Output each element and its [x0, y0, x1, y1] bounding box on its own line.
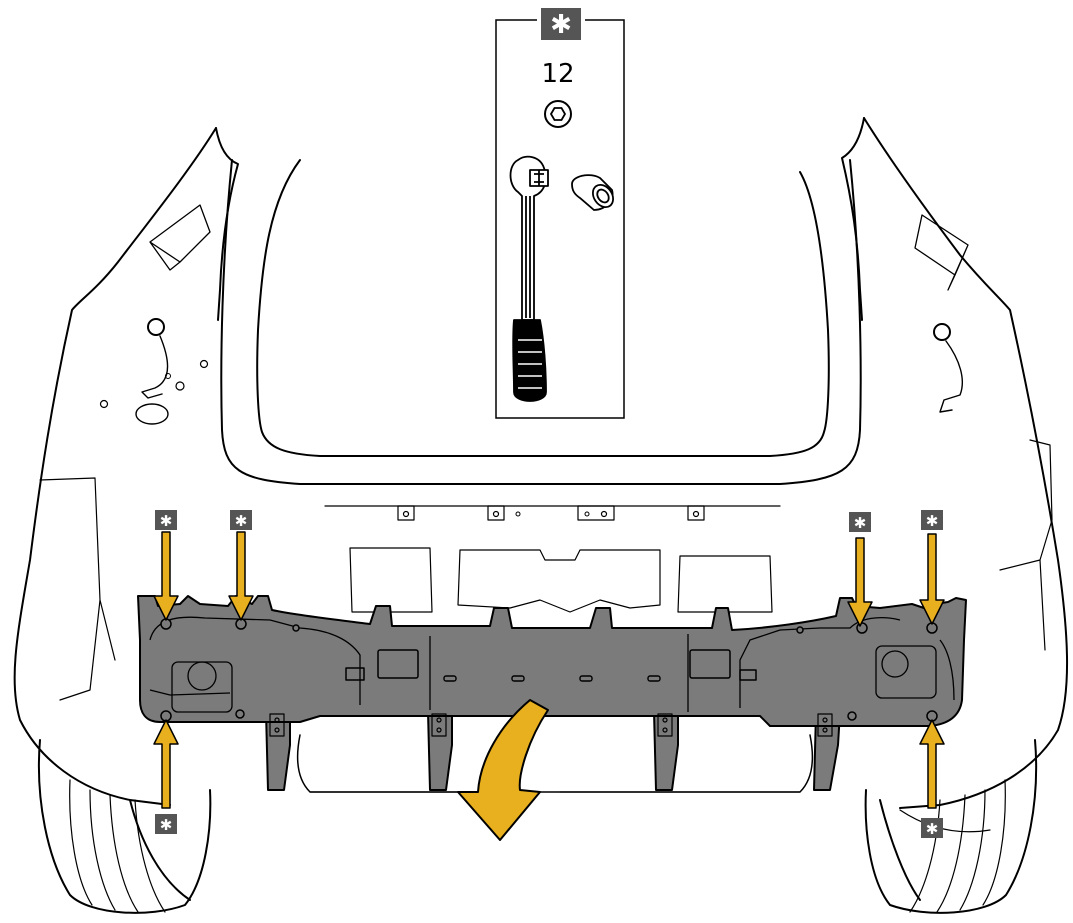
latch-tab-2 — [487, 505, 505, 521]
tool-callout: ✱ 12 — [495, 8, 625, 419]
left-shoulder — [215, 127, 239, 321]
svg-text:✱: ✱ — [854, 514, 867, 532]
hex-nut-icon — [544, 100, 572, 128]
arrow-top-left-1 — [153, 531, 179, 621]
bumper-crossmember — [137, 595, 967, 791]
left-wheel — [37, 739, 212, 914]
right-body-outline — [863, 117, 1069, 809]
left-body-outline — [13, 127, 217, 806]
crossmember-beam — [137, 595, 967, 727]
right-shoulder — [841, 117, 865, 321]
ratchet-wrench-icon — [509, 155, 549, 402]
socket-icon — [571, 174, 614, 211]
svg-text:✱: ✱ — [160, 512, 173, 530]
left-side-trim — [39, 477, 116, 701]
svg-text:✱: ✱ — [160, 816, 173, 834]
right-tow-eye — [933, 323, 951, 341]
marker-top-left-2: ✱ — [230, 510, 252, 530]
socket-size-label: 12 — [541, 59, 574, 89]
crossmember-brackets — [265, 711, 841, 791]
marker-top-right-1: ✱ — [849, 512, 871, 532]
arrow-top-right-1 — [847, 537, 873, 627]
right-tail-lamp — [914, 214, 969, 291]
latch-tab-1 — [397, 505, 415, 521]
marker-top-left-1: ✱ — [155, 510, 177, 530]
arrow-bottom-left — [153, 719, 179, 809]
left-tail-lamp — [149, 204, 211, 271]
marker-top-right-2: ✱ — [921, 510, 943, 530]
left-tow-eye — [147, 318, 165, 336]
asterisk-markers: ✱ ✱ ✱ ✱ ✱ ✱ — [155, 510, 943, 838]
svg-text:✱: ✱ — [235, 512, 248, 530]
arrow-top-right-2 — [919, 533, 945, 625]
latch-tab-3 — [577, 505, 615, 521]
tailgate-opening-inner — [256, 159, 830, 457]
svg-text:✱: ✱ — [926, 512, 939, 530]
tool-callout-header-marker: ✱ — [541, 8, 581, 40]
right-wheel — [864, 739, 1038, 914]
rear-panel-cutout-right — [677, 555, 773, 613]
right-side-trim — [999, 439, 1053, 651]
arrow-bottom-right — [919, 719, 945, 809]
svg-text:✱: ✱ — [550, 10, 572, 40]
svg-text:✱: ✱ — [926, 820, 939, 838]
tailgate-opening-outer — [220, 159, 862, 485]
latch-tab-4 — [687, 505, 705, 521]
removal-direction-arrow — [457, 699, 549, 841]
muffler — [297, 734, 813, 793]
marker-bottom-right: ✱ — [921, 818, 943, 838]
crossmember-bolts — [160, 618, 938, 722]
marker-bottom-left: ✱ — [155, 814, 177, 834]
arrow-top-left-2 — [228, 531, 254, 621]
rear-panel-cutout-left — [349, 547, 433, 613]
bolt-arrows — [153, 531, 945, 809]
rear-panel-cutout-center — [457, 549, 661, 613]
car-body — [13, 117, 1069, 914]
